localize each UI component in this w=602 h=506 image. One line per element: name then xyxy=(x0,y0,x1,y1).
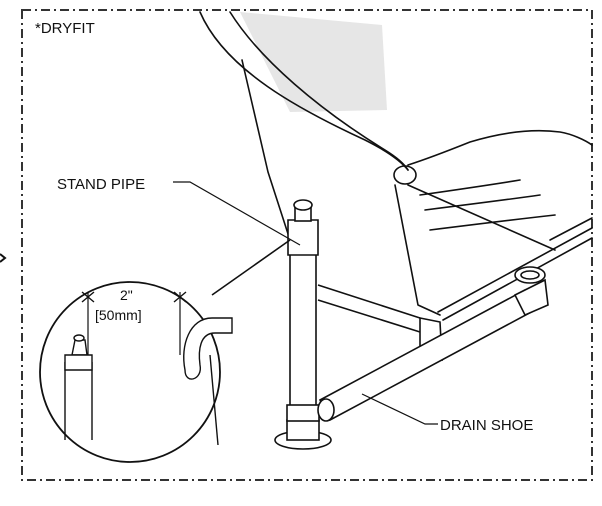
stand-pipe-leader xyxy=(173,181,301,246)
dryfit-frame xyxy=(21,9,593,481)
drain-shoe-leader xyxy=(361,393,438,425)
stand-pipe-label: STAND PIPE xyxy=(57,176,145,193)
wall-shade xyxy=(240,12,387,112)
bathtub xyxy=(199,11,593,321)
detail-callout-line xyxy=(211,239,291,296)
dimension-imperial: 2" xyxy=(120,287,133,303)
dryfit-note: *DRYFIT xyxy=(35,20,95,37)
detail-circle: 2" [50mm] xyxy=(39,281,233,463)
drain-shoe xyxy=(317,266,549,422)
dimension-metric: [50mm] xyxy=(95,307,142,323)
drain-shoe-label: DRAIN SHOE xyxy=(440,417,533,434)
dimension-tick-left-icon xyxy=(81,291,95,303)
left-arrow-icon xyxy=(0,253,7,263)
dimension-tick-right-icon xyxy=(173,291,187,303)
stand-pipe xyxy=(274,199,332,450)
